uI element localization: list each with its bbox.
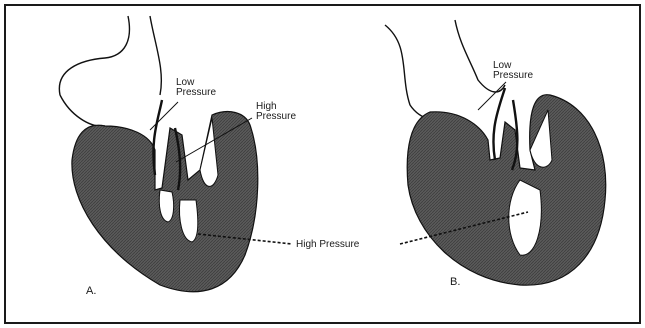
panel-b-label: B. [450,276,460,288]
panel-a-label: A. [86,285,96,297]
panel-a-low-pressure-label: Low Pressure [176,78,216,98]
panel-a-aorta [59,16,161,126]
high-pressure-shared-label: High Pressure [296,240,359,250]
panel-b-ventricle-wall [407,95,606,286]
panel-b-aorta [385,20,505,121]
panel-a-low-pressure-pointer [150,102,178,130]
panel-a-heart [59,16,292,292]
panel-b-low-pressure-label: Low Pressure [493,61,533,81]
panel-a-high-pressure-label: High Pressure [256,102,296,122]
